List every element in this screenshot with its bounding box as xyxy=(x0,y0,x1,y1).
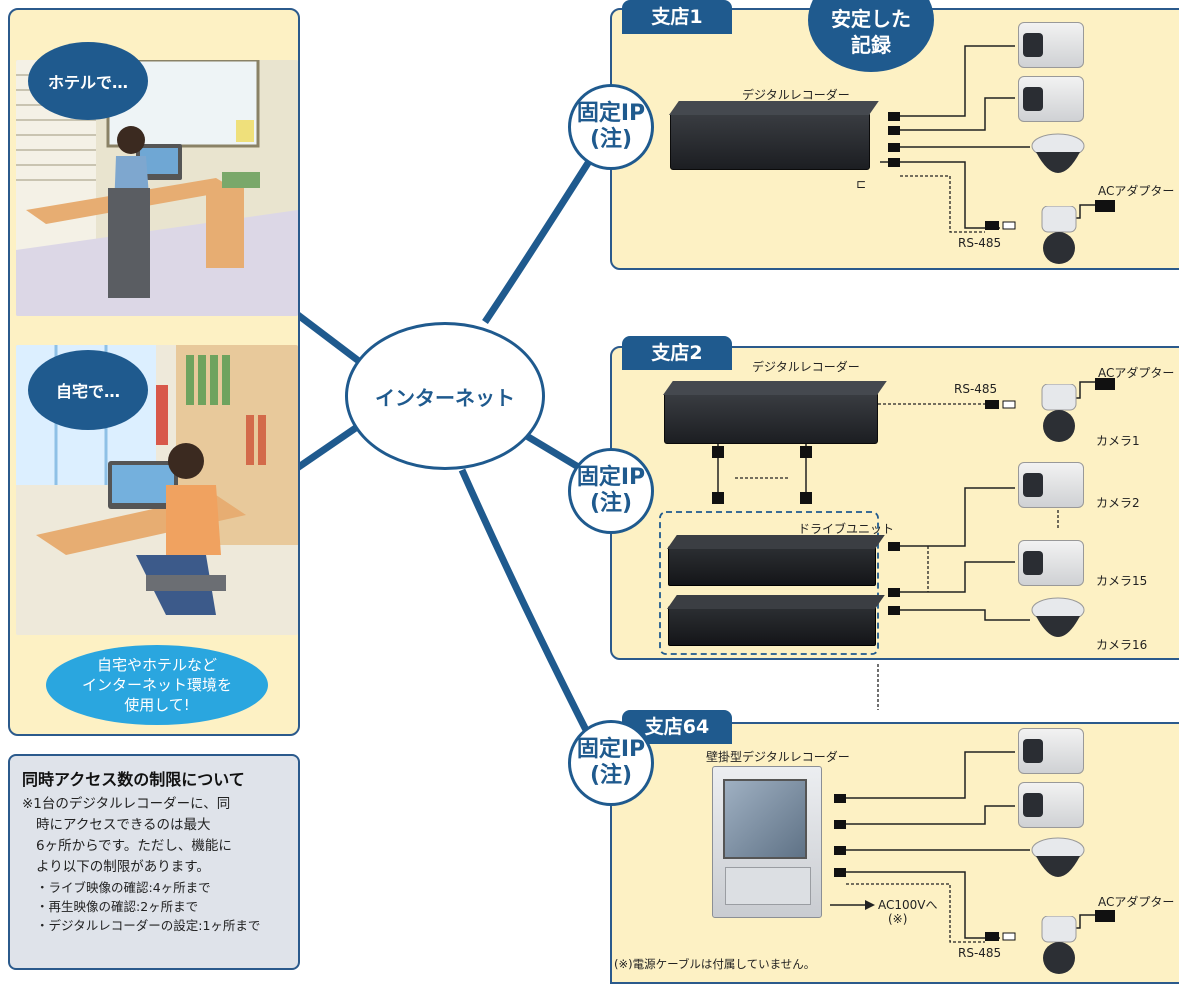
branch64-dome-camera xyxy=(1031,837,1085,877)
branch64-fixed-ip: 固定IP (注) xyxy=(568,720,654,806)
fixed-ip-line2: (注) xyxy=(589,127,633,152)
hotel-bubble: ホテルで… xyxy=(28,42,148,120)
branch2-dome-camera-16 xyxy=(1031,597,1085,637)
hotel-bubble-text: ホテルで… xyxy=(47,73,128,92)
branch1-tab: 支店1 xyxy=(622,0,732,34)
note-line-4: より以下の制限があります。 xyxy=(36,859,210,875)
branch1-digital-recorder xyxy=(669,101,879,170)
fixed-ip-line2: (注) xyxy=(589,763,633,788)
branch2-recorder-label: デジタルレコーダー xyxy=(752,360,860,374)
note-body: ※1台のデジタルレコーダーに、同 時にアクセスできるのは最大 6ヶ所からです。た… xyxy=(22,794,292,935)
branch64-rs485: RS-485 xyxy=(958,946,1002,960)
fixed-ip-line2: (注) xyxy=(589,491,633,516)
camera-1-label: カメラ1 xyxy=(1096,434,1140,448)
branch2-tab: 支店2 xyxy=(622,336,732,370)
branch2-drive-unit-1 xyxy=(667,535,885,586)
wall-mounted-recorder xyxy=(712,766,822,918)
branch1-ac-adapter: ACアダプター xyxy=(1098,184,1175,198)
branch1-box-camera-2 xyxy=(1018,76,1084,122)
branch64-panel xyxy=(610,722,1179,984)
note-line-3: 6ヶ所からです。ただし、機能に xyxy=(36,838,232,854)
note-line-1: ※1台のデジタルレコーダーに、同 xyxy=(22,796,231,812)
camera-15-label: カメラ15 xyxy=(1096,574,1148,588)
branch1-dome-camera xyxy=(1031,133,1085,173)
ac100v-line-1: AC100Vへ xyxy=(878,898,938,912)
branch1-ptz-camera xyxy=(1041,206,1077,264)
ac100v-label: AC100Vへ (※) xyxy=(878,898,938,926)
badge-line-1: 安定した xyxy=(831,7,911,31)
usage-line-3: 使用して! xyxy=(124,696,190,714)
branch2-box-camera-2 xyxy=(1018,462,1084,508)
branch64-ac-adapter: ACアダプター xyxy=(1098,895,1175,909)
home-bubble-text: 自宅で… xyxy=(55,382,120,401)
branch2-digital-recorder xyxy=(663,381,887,444)
wall-recorder-label: 壁掛型デジタルレコーダー xyxy=(706,750,850,764)
access-limit-note: 同時アクセス数の制限について ※1台のデジタルレコーダーに、同 時にアクセスでき… xyxy=(8,754,300,970)
branch2-fixed-ip: 固定IP (注) xyxy=(568,448,654,534)
power-cable-footnote: (※)電源ケーブルは付属していません。 xyxy=(614,957,816,971)
branch2-ptz-camera-1 xyxy=(1041,384,1077,442)
branch2-drive-unit-2 xyxy=(667,595,885,646)
branch2-ac-adapter: ACアダプター xyxy=(1098,366,1175,380)
badge-line-2: 記録 xyxy=(851,33,891,57)
fixed-ip-line1: 固定IP xyxy=(576,465,646,490)
branch64-ptz-camera xyxy=(1041,916,1077,974)
note-line-2: 時にアクセスできるのは最大 xyxy=(36,817,211,833)
ac100v-line-2: (※) xyxy=(888,912,908,926)
branch1-rs485: RS-485 xyxy=(958,236,1002,250)
internet-label: インターネット xyxy=(375,385,515,410)
camera-2-label: カメラ2 xyxy=(1096,496,1140,510)
branch64-box-camera-2 xyxy=(1018,782,1084,828)
camera-16-label: カメラ16 xyxy=(1096,638,1148,652)
note-item-3: ・デジタルレコーダーの設定:1ヶ所まで xyxy=(36,918,261,933)
note-item-2: ・再生映像の確認:2ヶ所まで xyxy=(36,899,199,914)
home-bubble: 自宅で… xyxy=(28,350,148,430)
note-title: 同時アクセス数の制限について xyxy=(22,770,245,789)
usage-bubble: 自宅やホテルなど インターネット環境を 使用して! xyxy=(46,645,268,725)
branch1-recorder-label: デジタルレコーダー xyxy=(742,88,850,102)
branch1-box-camera-1 xyxy=(1018,22,1084,68)
note-item-1: ・ライブ映像の確認:4ヶ所まで xyxy=(36,880,211,895)
usage-line-1: 自宅やホテルなど xyxy=(96,656,217,674)
internet-ellipse: インターネット xyxy=(345,322,545,470)
usage-line-2: インターネット環境を xyxy=(81,676,232,694)
branch1-fixed-ip: 固定IP (注) xyxy=(568,84,654,170)
branch2-box-camera-15 xyxy=(1018,540,1084,586)
branch64-box-camera-1 xyxy=(1018,728,1084,774)
branch2-rs485: RS-485 xyxy=(954,382,998,396)
fixed-ip-line1: 固定IP xyxy=(576,101,646,126)
fixed-ip-line1: 固定IP xyxy=(576,737,646,762)
